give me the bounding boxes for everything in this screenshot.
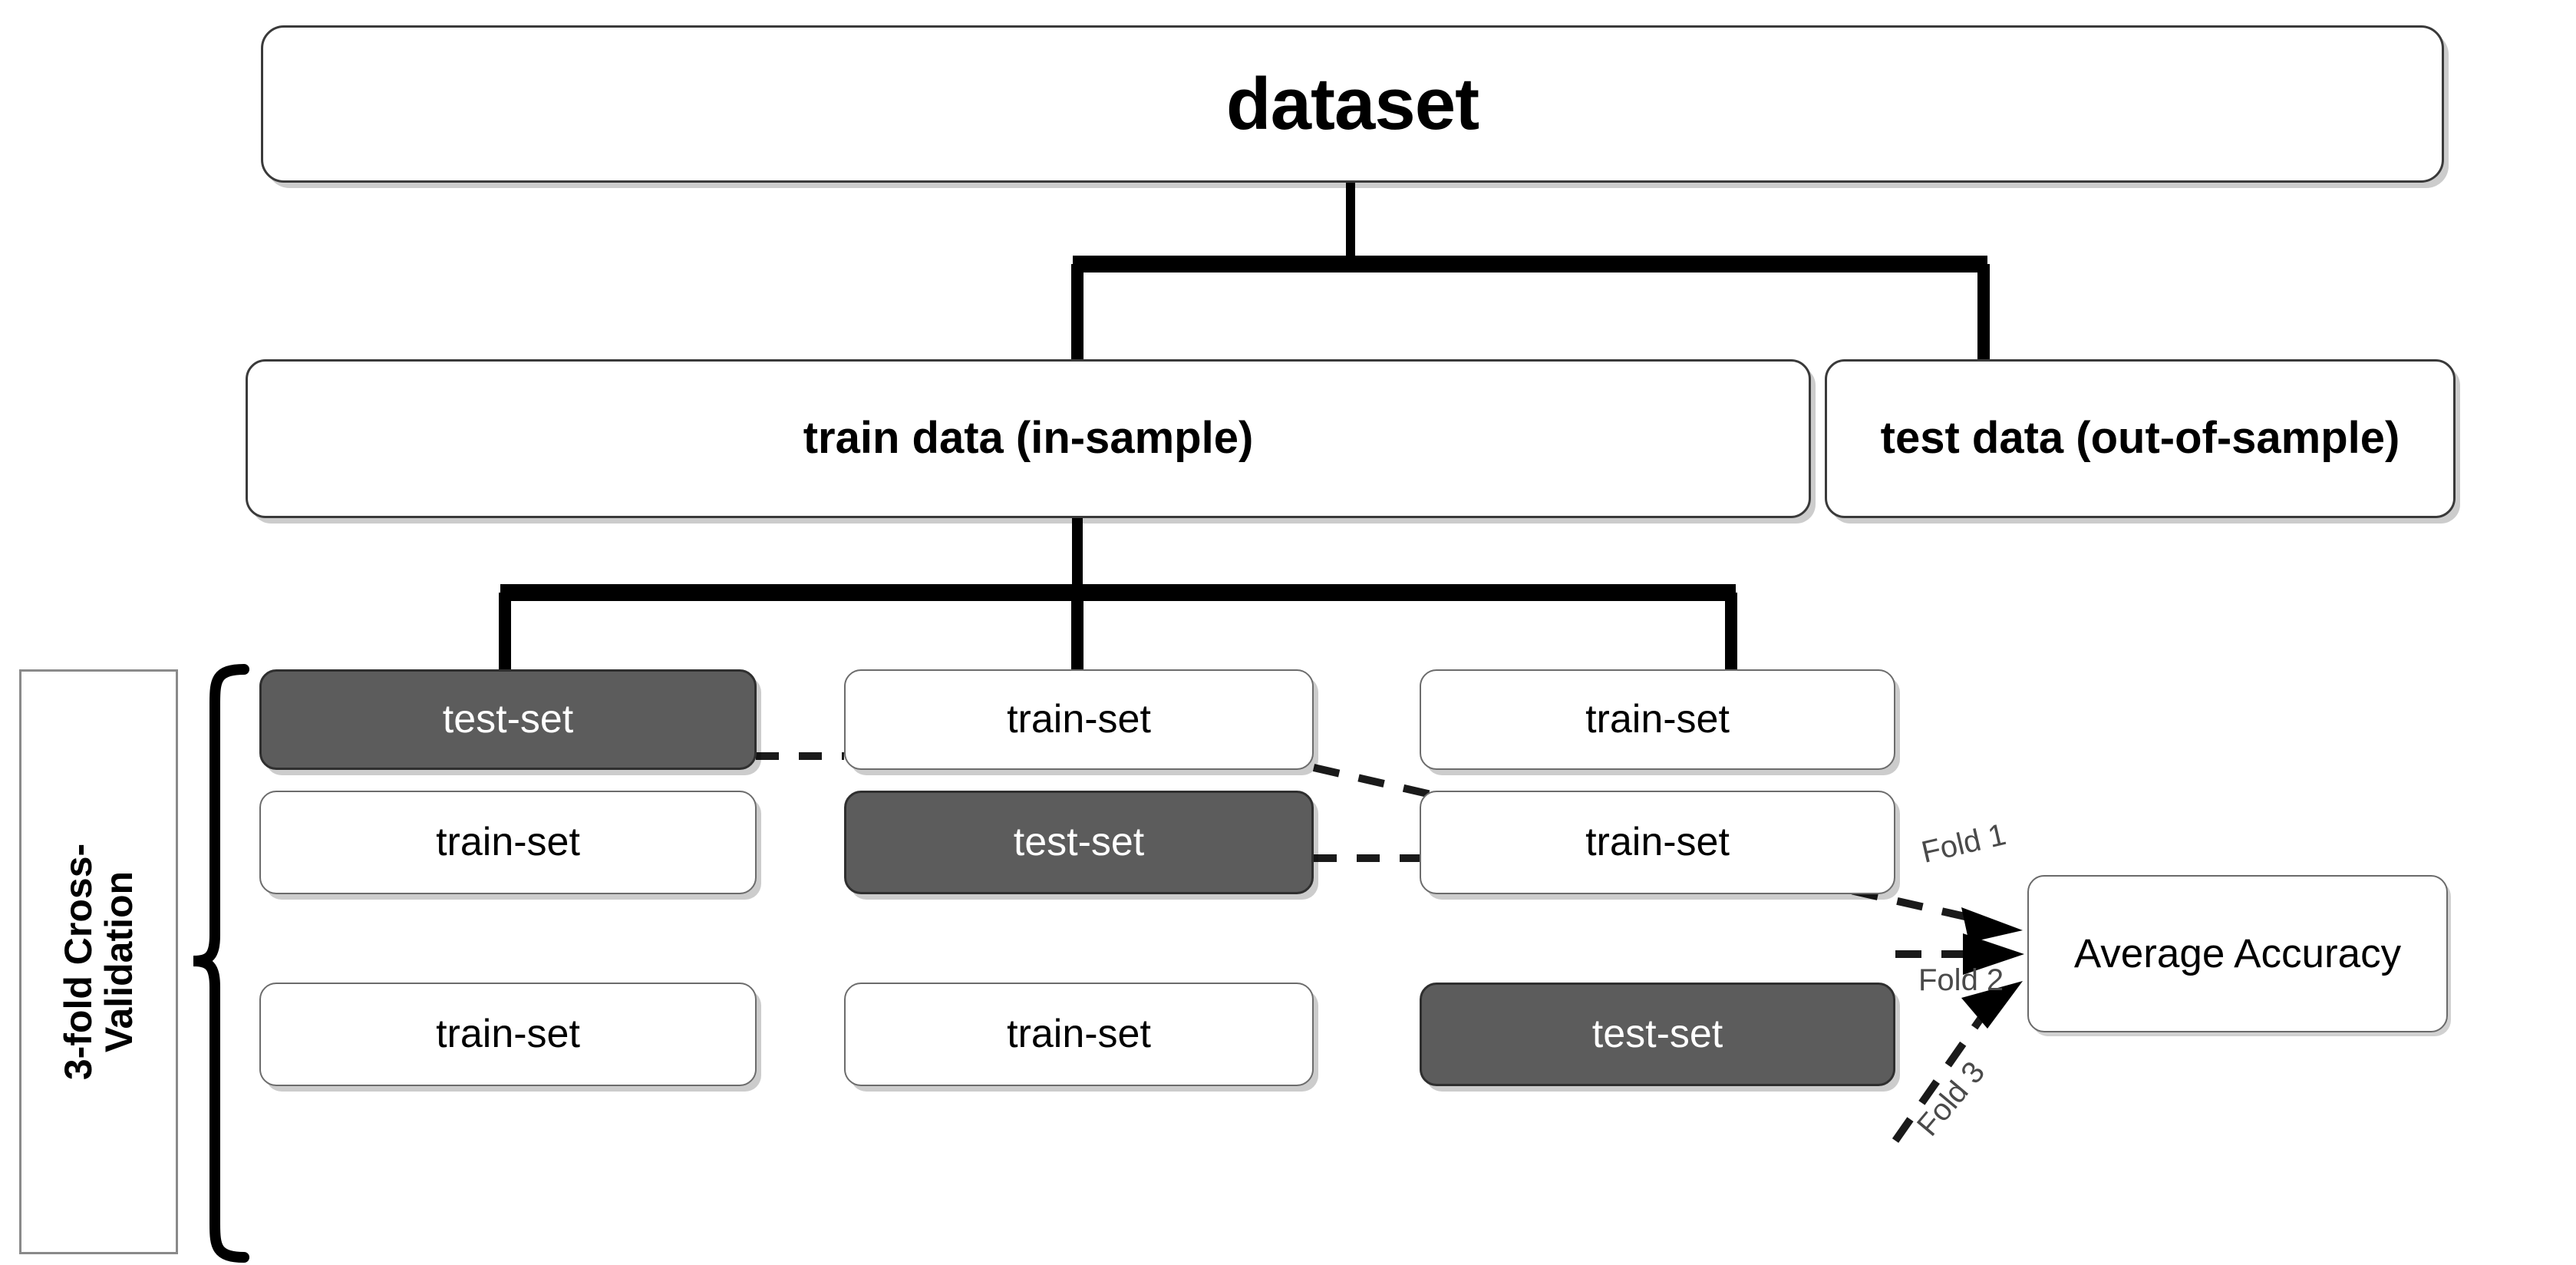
cv-label-line2: Validation — [97, 870, 140, 1053]
dataset-label: dataset — [1225, 62, 1479, 145]
fold-row3-cell1-train-set[interactable]: train-set — [259, 983, 757, 1086]
train-data-node[interactable]: train data (in-sample) — [246, 359, 1811, 518]
dataset-to-level2-connector — [1071, 182, 1990, 361]
cell-label: train-set — [436, 820, 580, 865]
cell-label: train-set — [1585, 820, 1730, 865]
fold-row1-cell2-train-set[interactable]: train-set — [844, 669, 1314, 770]
cell-label: test-set — [1591, 1012, 1723, 1057]
fold-row2-cell1-train-set[interactable]: train-set — [259, 791, 757, 894]
cell-label: test-set — [1013, 820, 1145, 865]
average-accuracy-node[interactable]: Average Accuracy — [2027, 875, 2448, 1032]
test-data-node[interactable]: test data (out-of-sample) — [1825, 359, 2456, 518]
fold-row2-cell2-test-set[interactable]: test-set — [844, 791, 1314, 894]
cell-label: train-set — [1585, 697, 1730, 742]
fold-row3-cell2-train-set[interactable]: train-set — [844, 983, 1314, 1086]
fold2-arrow-label: Fold 2 — [1918, 963, 2004, 997]
dataset-node[interactable]: dataset — [261, 25, 2444, 183]
cell-label: train-set — [436, 1012, 580, 1057]
fold-row1-cell1-test-set[interactable]: test-set — [259, 669, 757, 770]
train-data-to-folds-connector — [499, 518, 1737, 672]
cell-label: train-set — [1007, 1012, 1151, 1057]
fold-row3-cell3-test-set[interactable]: test-set — [1420, 983, 1895, 1086]
test-data-label: test data (out-of-sample) — [1880, 413, 2400, 464]
cell-label: train-set — [1007, 697, 1151, 742]
cross-validation-label: 3-fold Cross- Validation — [56, 843, 140, 1081]
cell-label: test-set — [442, 697, 574, 742]
cross-validation-label-box: 3-fold Cross- Validation — [19, 669, 178, 1254]
train-data-label: train data (in-sample) — [803, 413, 1254, 464]
fold-row1-cell3-train-set[interactable]: train-set — [1420, 669, 1895, 770]
fold-row2-cell3-train-set[interactable]: train-set — [1420, 791, 1895, 894]
fold1-arrow-label: Fold 1 — [1918, 817, 2010, 870]
cv-label-line1: 3-fold Cross- — [56, 843, 100, 1081]
cross-validation-brace — [193, 664, 249, 1263]
average-accuracy-label: Average Accuracy — [2073, 930, 2402, 976]
fold3-arrow-label: Fold 3 — [1911, 1055, 1992, 1143]
